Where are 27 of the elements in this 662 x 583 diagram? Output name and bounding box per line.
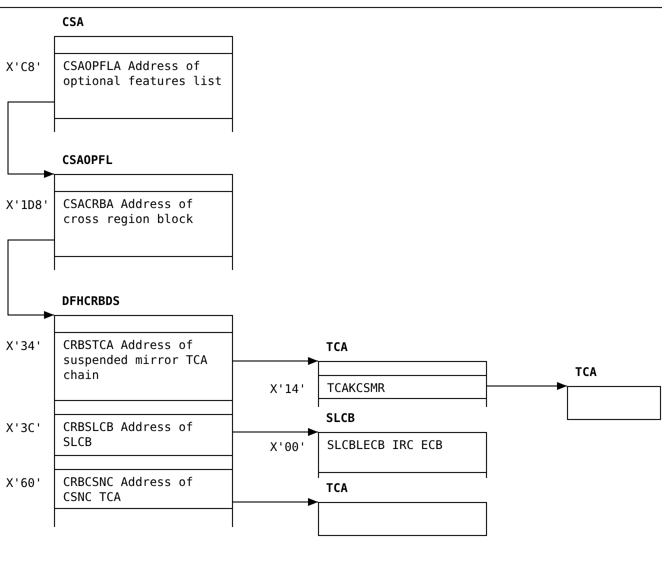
field-entry: TCAKCSMR [319,375,486,399]
offset-label: X'00' [270,440,306,455]
block-name: DFHCRBDS [62,294,120,308]
arrow [486,382,568,390]
block-name: TCA [326,481,348,495]
arrow [232,498,318,506]
arrow [8,240,54,319]
arrow [8,102,54,178]
offset-label: X'C8' [6,60,42,75]
block-name: CSAOPFL [62,153,113,167]
field-entry: SLCBLECB IRC ECB [319,433,486,473]
arrow [232,357,318,365]
offset-label: X'34' [6,339,42,354]
offset-label: X'1D8' [6,198,50,213]
field-entry: CRBSTCA Address of suspended mirror TCA chain [55,332,232,401]
arrow [232,428,318,436]
field-entry: CSACRBA Address of cross region block [55,191,232,257]
block-name: TCA [326,340,348,354]
field-entry: CSAOPFLA Address of optional features list [55,53,232,119]
field-entry: CRBSLCB Address of SLCB [55,414,232,456]
offset-label: X'3C' [6,421,42,436]
block-name: TCA [575,365,597,379]
block-name: CSA [62,15,84,29]
field-entry: CRBCSNC Address of CSNC TCA [55,469,232,509]
offset-label: X'14' [270,382,306,397]
block-name: SLCB [326,411,355,425]
offset-label: X'60' [6,476,42,491]
